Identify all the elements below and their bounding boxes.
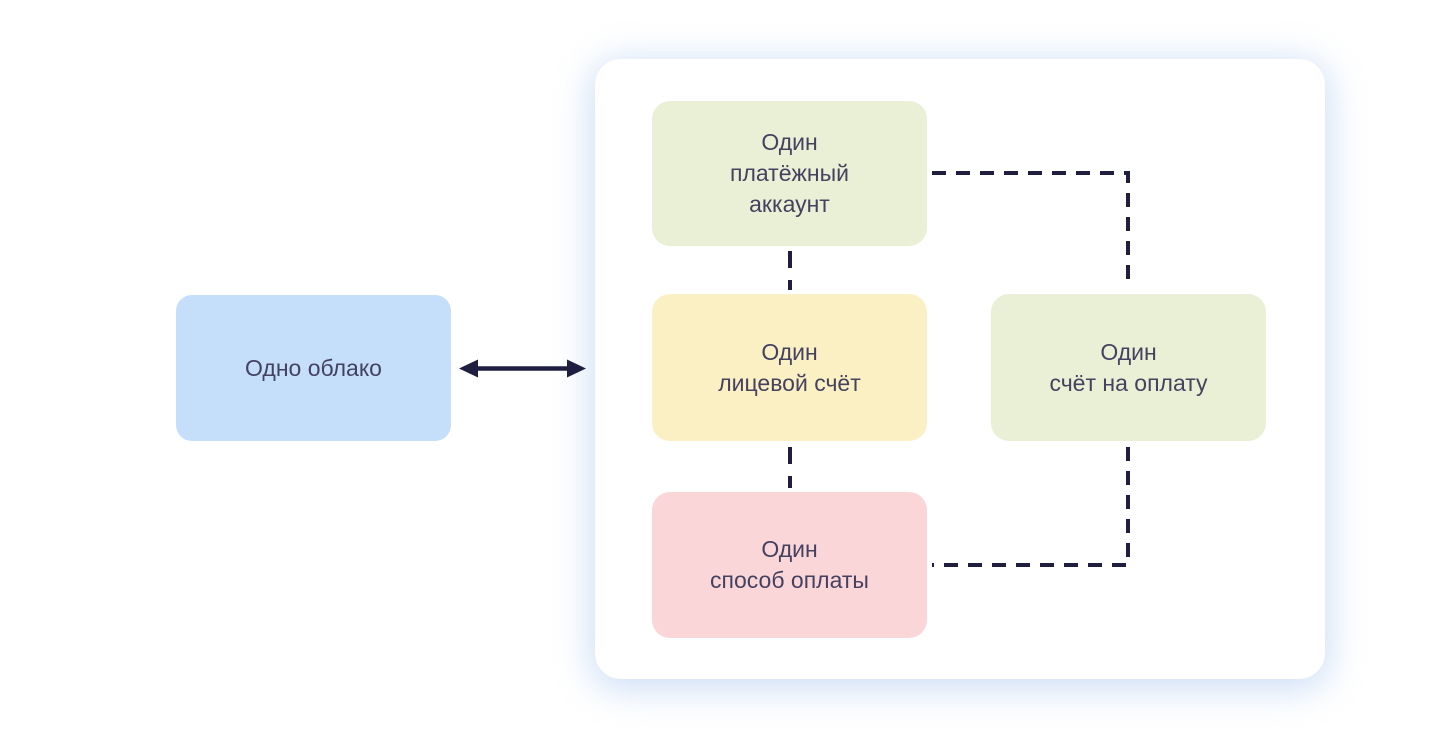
- node-payment-method-label: Один способ оплаты: [710, 536, 869, 593]
- node-invoice: Один счёт на оплату: [991, 294, 1266, 441]
- node-personal-account: Один лицевой счёт: [652, 294, 927, 441]
- node-payment-method: Один способ оплаты: [652, 492, 927, 638]
- billing-panel: Один платёжный аккаунт Один лицевой счёт…: [595, 59, 1325, 679]
- node-cloud-label: Одно облако: [245, 354, 382, 381]
- node-payment-account-label: Один платёжный аккаунт: [730, 129, 849, 217]
- double-headed-arrow-icon: [459, 359, 586, 378]
- node-invoice-label: Один счёт на оплату: [1049, 338, 1208, 396]
- node-payment-account: Один платёжный аккаунт: [652, 101, 927, 246]
- node-personal-account-label: Один лицевой счёт: [718, 338, 861, 396]
- node-cloud: Одно облако: [176, 295, 451, 441]
